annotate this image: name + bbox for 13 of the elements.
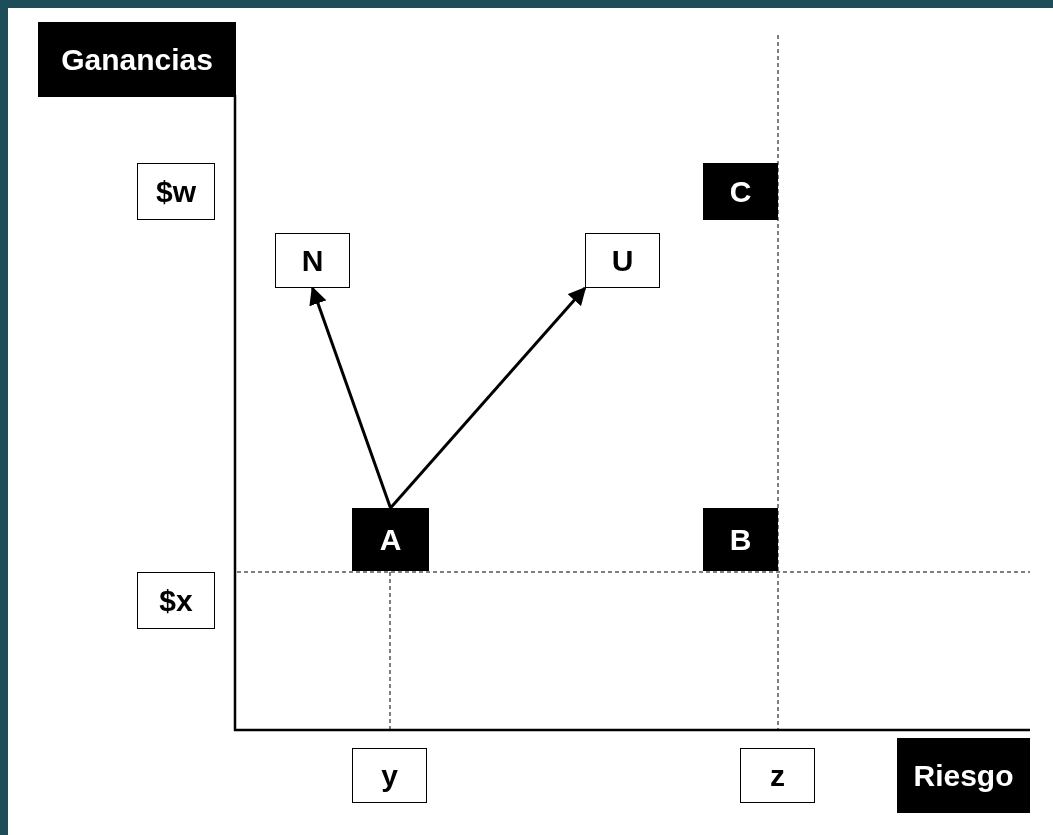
axis-title: Ganancias [38, 22, 236, 97]
tick-label: z [740, 748, 815, 803]
tick-label: y [352, 748, 427, 803]
arrow [389, 286, 587, 509]
point-box: C [703, 163, 778, 220]
point-box: B [703, 508, 778, 571]
axis-title: Riesgo [897, 738, 1030, 813]
point-box: N [275, 233, 350, 288]
arrow [309, 286, 392, 509]
tick-label: $w [137, 163, 215, 220]
point-box: U [585, 233, 660, 288]
point-box: A [352, 508, 429, 571]
tick-label: $x [137, 572, 215, 629]
